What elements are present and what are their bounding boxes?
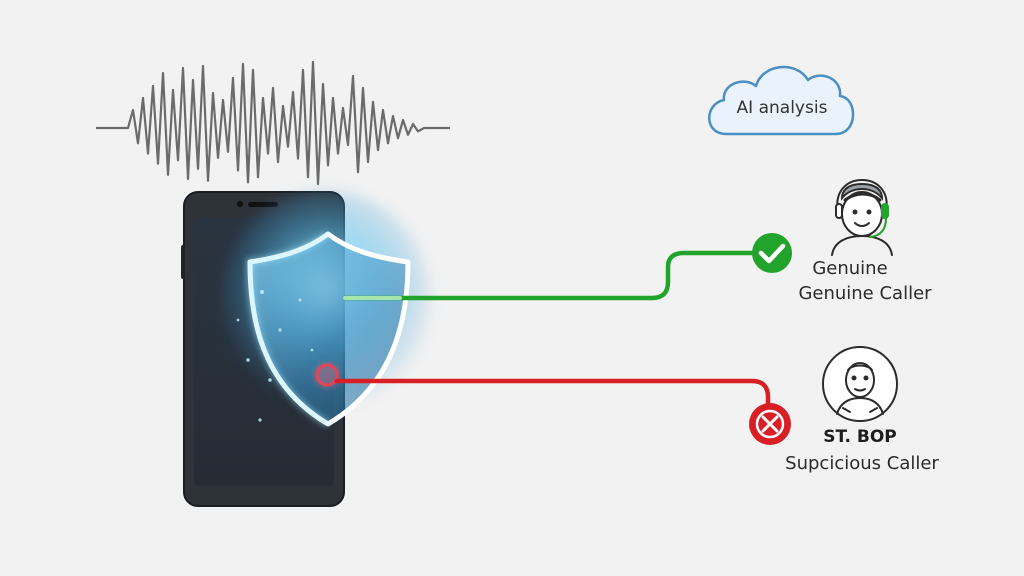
shield-icon <box>221 190 431 428</box>
cloud-label: AI analysis <box>736 98 828 118</box>
suspicious-name-label: ST. BOP <box>823 427 897 447</box>
genuine-caller-label: Genuine Caller <box>798 283 932 304</box>
cloud-icon <box>708 65 855 136</box>
genuine-path <box>342 250 755 301</box>
genuine-label: Genuine <box>812 258 888 279</box>
check-icon <box>752 233 792 273</box>
waveform-icon <box>96 60 450 186</box>
suspicious-path <box>314 362 771 409</box>
suspicious-caller-label: Supcicious Caller <box>785 453 939 474</box>
genuine-caller-avatar-icon <box>831 178 893 256</box>
suspicious-caller-avatar-icon <box>822 346 898 422</box>
cross-icon <box>749 403 791 445</box>
